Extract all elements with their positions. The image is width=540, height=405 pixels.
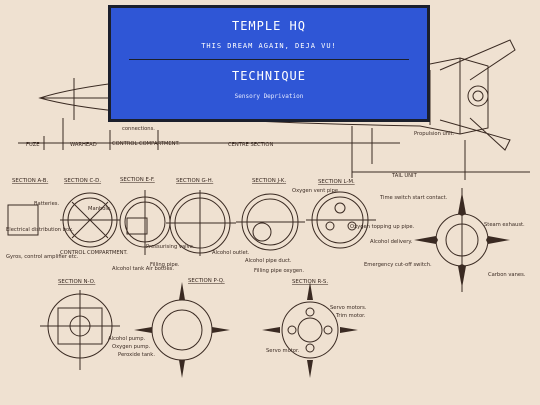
cross-section-no (40, 290, 120, 370)
section-title: SECTION E-F. (120, 177, 155, 183)
callout-label: Oxygen pump. (112, 344, 151, 350)
callout-label: Batteries. (34, 201, 59, 207)
callout-label: Emergency cut-off switch. (364, 262, 432, 268)
centre-section-label: CENTRE SECTION (228, 142, 273, 148)
card-caption: Sensory Deprivation (234, 93, 304, 100)
callout-label: Filling pipe oxygen. (254, 268, 304, 274)
callout-label: Carbon vanes. (488, 272, 526, 278)
callout-label: Alcohol pump. (108, 336, 145, 342)
tail-unit-label: TAIL UNIT (391, 173, 418, 179)
section-title: SECTION G-H. (176, 178, 214, 184)
section-titles: SECTION A-B. SECTION C-D. SECTION E-F. S… (12, 177, 355, 285)
station-line: FUZE WARHEAD CONTROL COMPARTMENT. CENTRE… (18, 118, 530, 180)
section-title: SECTION P-Q. (188, 278, 225, 284)
callout-label: Servo motors. (330, 305, 367, 311)
callout-label: Peroxide tank. (118, 352, 155, 358)
section-title: SECTION C-D. (64, 178, 101, 184)
warhead-label: WARHEAD (70, 142, 97, 148)
callout-label: Alcohol tank Air bottles. (112, 266, 174, 272)
callout-label: Trim motor. (335, 313, 366, 319)
callout-label: Alcohol pipe duct. (245, 258, 292, 264)
section-title: SECTION N-O. (58, 279, 96, 285)
card-subtitle: THIS DREAM AGAIN, DEJA VU! (201, 42, 337, 50)
callout-label: Manhole. (88, 206, 112, 212)
cross-section-tail (414, 188, 510, 292)
callout-label: CONTROL COMPARTMENT. (60, 250, 128, 256)
section-title: SECTION R-S. (292, 279, 328, 285)
callout-label: Oxygen vent pipe. (292, 188, 340, 194)
callout-label: Alcohol outlet. (212, 250, 250, 256)
card-title: TEMPLE HQ (231, 19, 307, 33)
cross-section-cd (7, 192, 120, 248)
temple-hq-card: TEMPLE HQ THIS DREAM AGAIN, DEJA VU! TEC… (108, 5, 430, 122)
callout-label: Filling pipe. (150, 262, 180, 268)
callout-label: Servo motor. (266, 348, 300, 354)
cross-section-gh (166, 190, 236, 256)
callout-label: Pressurising valve. (146, 244, 195, 250)
section-title: SECTION A-B. (12, 178, 48, 184)
gyro-connections-label: connections. (122, 126, 155, 132)
callouts: Batteries. Manhole. Electrical distribut… (6, 188, 526, 358)
callout-label: Time switch start contact. (379, 195, 448, 201)
cross-section-rs (262, 282, 358, 378)
fuze-label: FUZE (26, 142, 40, 148)
control-compartment-top-label: CONTROL COMPARTMENT. (112, 141, 180, 147)
callout-label: Oxygen topping up pipe. (350, 224, 415, 230)
cross-section-pq (134, 282, 230, 378)
card-heading: TECHNIQUE (231, 69, 307, 83)
section-title: SECTION L-M. (318, 179, 355, 185)
propulsion-unit-label: Propulsion unit. (414, 131, 455, 137)
section-title: SECTION J-K. (252, 178, 286, 184)
cross-section-jk (236, 193, 305, 251)
callout-label: Steam exhaust. (484, 222, 525, 228)
callout-label: Electrical distribution box. (6, 227, 74, 233)
callout-label: Alcohol delivery. (370, 239, 413, 245)
card-divider (129, 59, 409, 60)
cross-section-lm (306, 191, 376, 249)
callout-label: Gyros, control amplifier etc. (6, 254, 79, 260)
